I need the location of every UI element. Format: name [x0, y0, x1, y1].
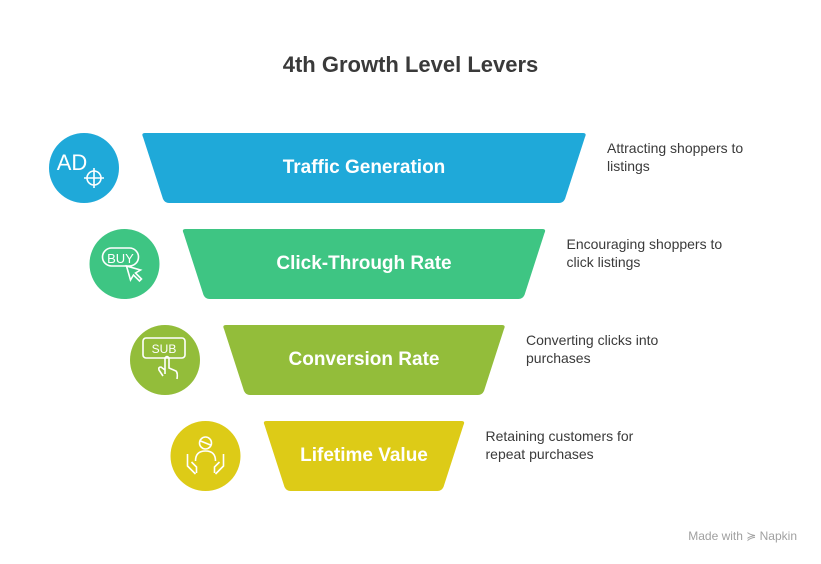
level-description: Attracting shoppers to listings — [607, 140, 744, 174]
level-label-conversion: Conversion Rate — [288, 349, 440, 370]
level-label-ltv: Lifetime Value — [300, 445, 428, 466]
svg-text:AD: AD — [57, 150, 88, 175]
subscribe-tap-icon: SUB — [130, 325, 200, 395]
buy-click-icon: BUY — [89, 229, 160, 299]
level-description: Encouraging shoppers to click listings — [566, 236, 723, 270]
level-label-ctr: Click-Through Rate — [276, 253, 452, 274]
funnel-level — [263, 421, 465, 491]
funnel-level — [142, 133, 586, 203]
customer-care-icon — [170, 421, 241, 491]
svg-text:SUB: SUB — [152, 342, 177, 356]
level-description: Converting clicks into purchases — [526, 332, 659, 366]
funnel-level — [182, 229, 546, 299]
diagram-title: 4th Growth Level Levers — [282, 52, 539, 77]
napkin-watermark: Made with ≽ Napkin — [688, 529, 797, 543]
funnel-level — [223, 325, 505, 395]
level-label-traffic: Traffic Generation — [282, 157, 446, 178]
level-description: Retaining customers for repeat purchases — [485, 428, 634, 462]
svg-text:BUY: BUY — [107, 251, 134, 266]
ad-target-icon: AD — [49, 133, 119, 203]
